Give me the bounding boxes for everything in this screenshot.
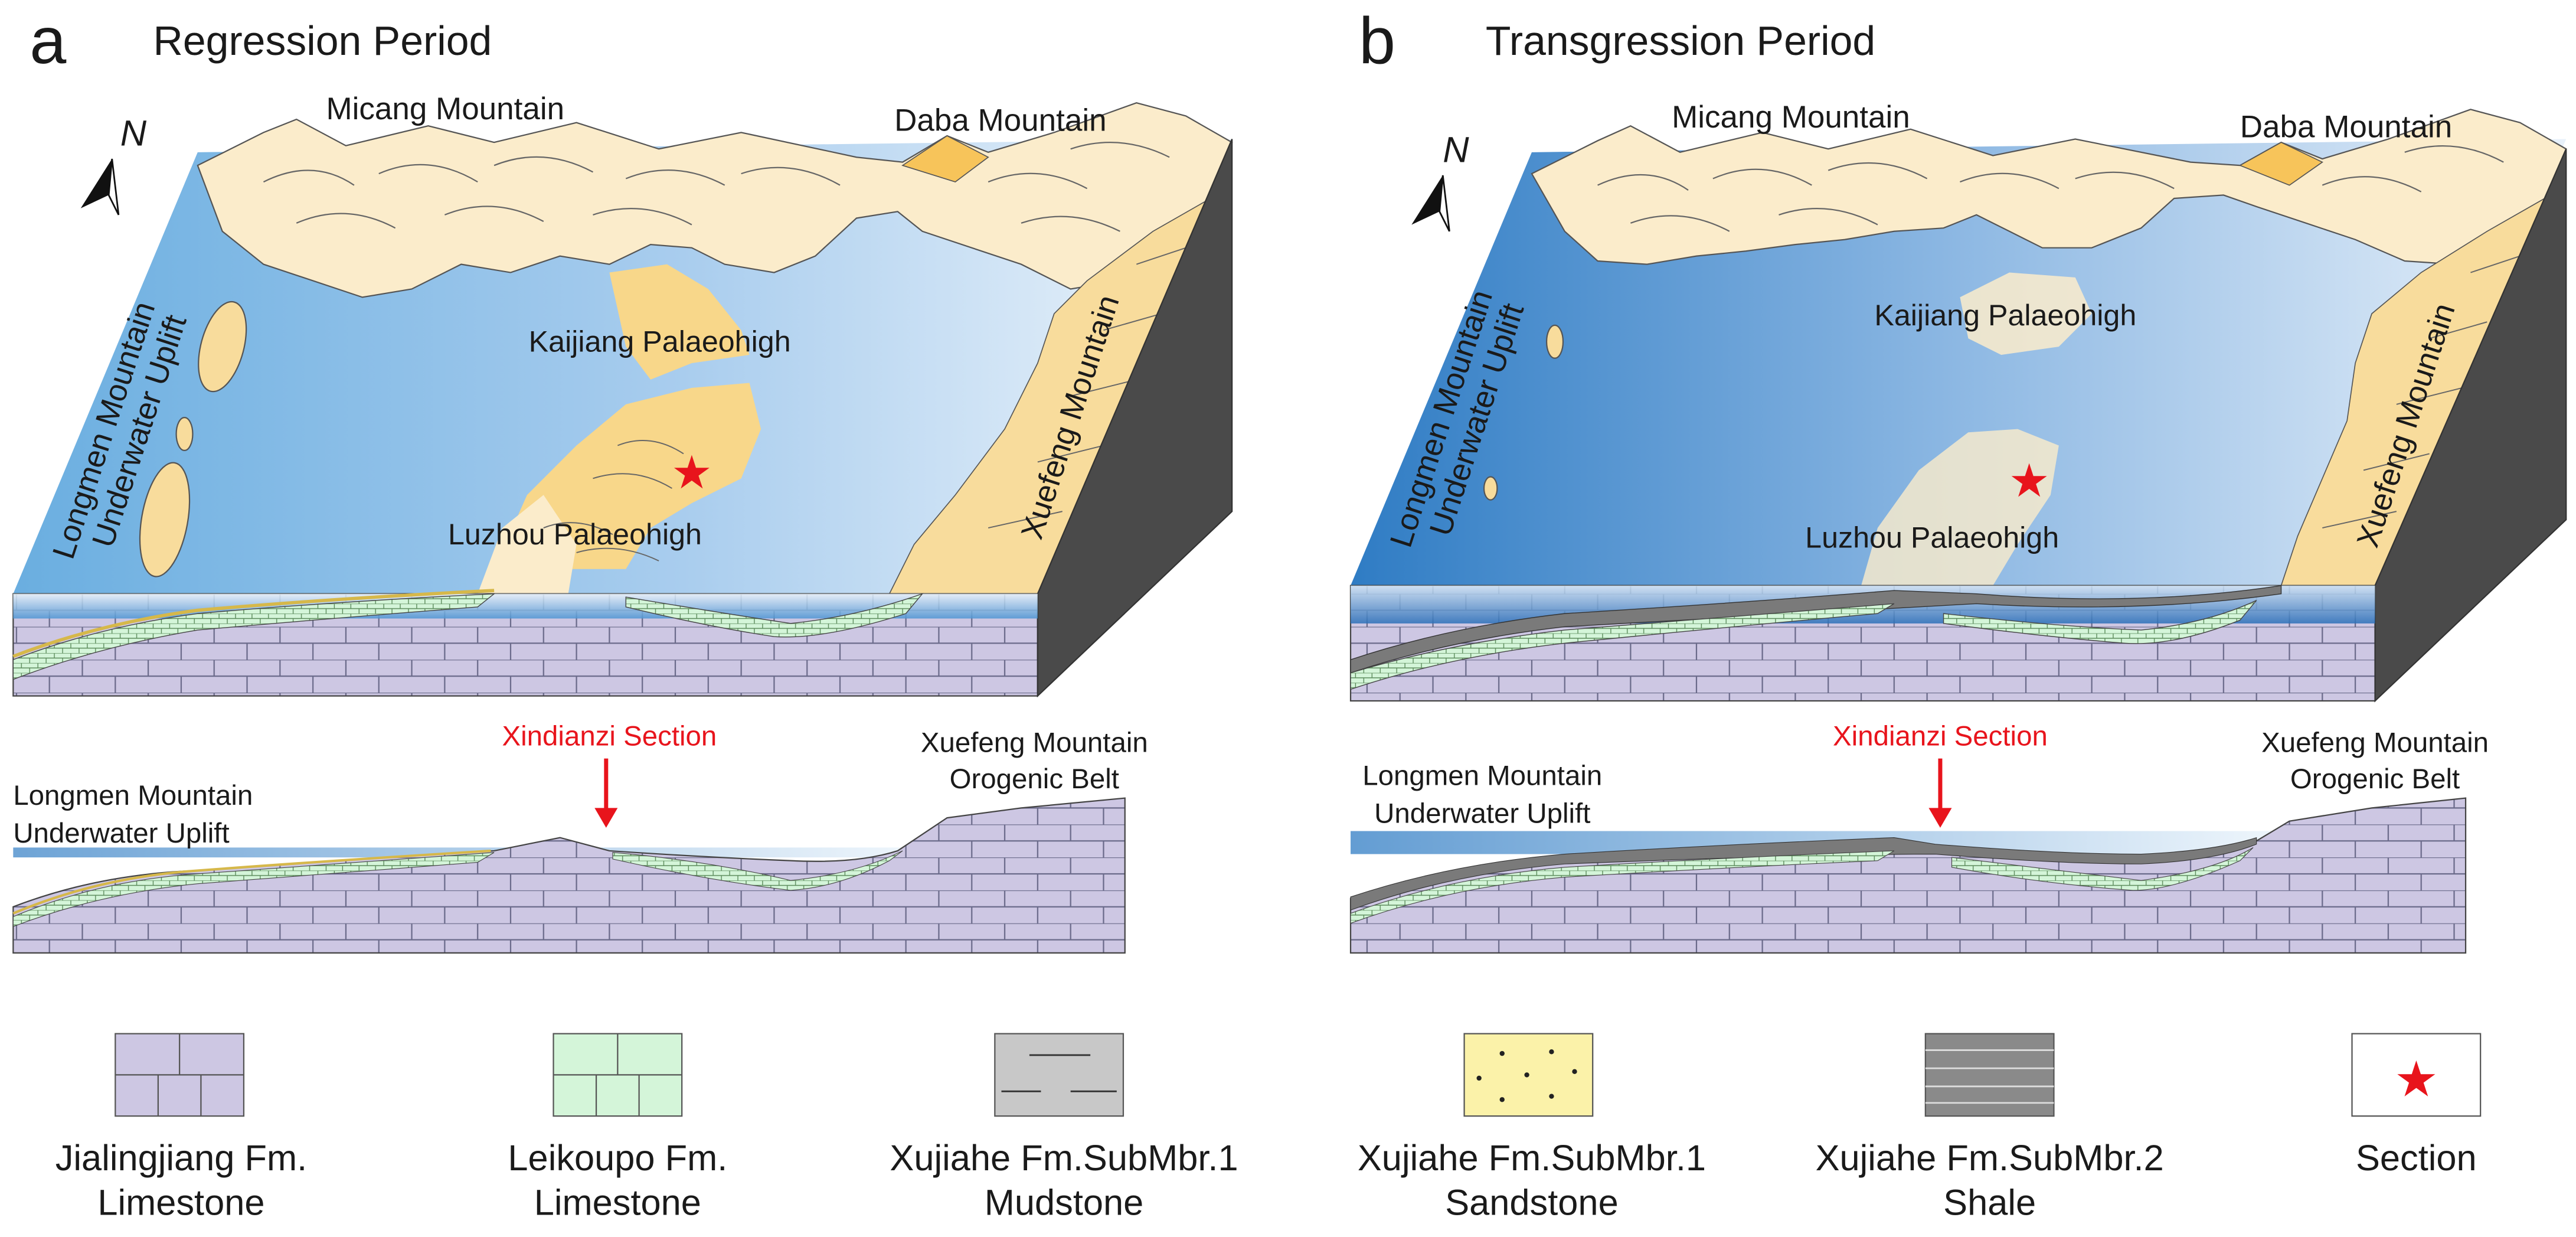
legend-label-4a: Xujiahe Fm.SubMbr.1 xyxy=(1358,1138,1706,1179)
legend-item-section: ★ Section xyxy=(2351,1033,2482,1179)
legend: Jialingjiang Fm. Limestone Leikoupo Fm. … xyxy=(55,1033,2482,1223)
luzhou-ridge-lines xyxy=(543,440,684,562)
cross-section-b: Xindianzi Section Longmen Mountain Under… xyxy=(1349,720,2489,954)
cross-section-a: Xindianzi Section Longmen Mountain Under… xyxy=(12,720,1148,954)
luzhou-label: Luzhou Palaeohigh xyxy=(448,518,702,551)
legend-label-4b: Sandstone xyxy=(1445,1183,1618,1223)
block-side-face-b xyxy=(2374,148,2567,703)
legend-label-3a: Xujiahe Fm.SubMbr.1 xyxy=(890,1138,1238,1179)
block-shale-layer-b xyxy=(1350,585,2282,674)
xs-right-label2-b: Orogenic Belt xyxy=(2290,763,2460,795)
xs-section-label-a: Xindianzi Section xyxy=(502,720,717,752)
luzhou-label-b: Luzhou Palaeohigh xyxy=(1805,521,2059,554)
legend-item-sandstone: Xujiahe Fm.SubMbr.1 Sandstone xyxy=(1358,1033,1706,1223)
panel-b-title: Transgression Period xyxy=(1486,18,1875,64)
micang-mountain-range-b xyxy=(1531,109,2567,265)
legend-label-2a: Leikoupo Fm. xyxy=(508,1138,727,1179)
section-star-icon: ★ xyxy=(671,446,712,498)
xs-arrow-head-b xyxy=(1928,808,1952,828)
xs-section-label-b: Xindianzi Section xyxy=(1833,720,2048,752)
block-basin-fill-left xyxy=(12,593,496,680)
panel-b-letter: b xyxy=(1359,4,1395,77)
xs-right-label1-a: Xuefeng Mountain xyxy=(921,727,1148,759)
micang-mountain-label: Micang Mountain xyxy=(326,92,564,126)
legend-item-shale: Xujiahe Fm.SubMbr.2 Shale xyxy=(1816,1033,2164,1223)
legend-label-2b: Limestone xyxy=(534,1183,701,1223)
kaijiang-label: Kaijiang Palaeohigh xyxy=(529,325,791,358)
xs-shale-b xyxy=(1350,837,2257,911)
legend-label-6a: Section xyxy=(2356,1138,2477,1179)
compass-label: N xyxy=(120,113,147,154)
compass-label-b: N xyxy=(1443,130,1469,171)
block-green-left-b xyxy=(1350,603,1895,690)
xs-left-label1-a: Longmen Mountain xyxy=(13,780,253,811)
daba-mountain-label: Daba Mountain xyxy=(894,103,1106,138)
north-arrow-icon: N xyxy=(80,113,147,216)
xs-green-right-a xyxy=(612,850,903,891)
luzhou-palaeohigh-b xyxy=(1861,429,2059,586)
daba-mountain-label-b: Daba Mountain xyxy=(2240,110,2452,145)
legend-label-1b: Limestone xyxy=(97,1183,264,1223)
legend-label-1a: Jialingjiang Fm. xyxy=(55,1138,307,1179)
block-basin-fill-right xyxy=(625,593,924,638)
xs-left-label2-b: Underwater Uplift xyxy=(1374,798,1590,829)
daba-mountain-peak xyxy=(901,135,989,183)
luzhou-shoal xyxy=(478,495,577,594)
legend-label-5a: Xujiahe Fm.SubMbr.2 xyxy=(1816,1138,2164,1179)
mountain-ridge-lines xyxy=(263,142,1170,232)
legend-item-leikoupo: Leikoupo Fm. Limestone xyxy=(508,1033,727,1223)
panel-b: b Transgression Period N xyxy=(1349,4,2567,954)
legend-star-icon: ★ xyxy=(2394,1052,2438,1107)
uplift-islands xyxy=(139,301,247,577)
xuefeng-ridge-lines-b xyxy=(2322,255,2521,528)
micang-mountain-label-b: Micang Mountain xyxy=(1672,100,1910,135)
legend-item-mudstone: Xujiahe Fm.SubMbr.1 Mudstone xyxy=(890,1033,1238,1223)
mountain-ridge-lines-b xyxy=(1597,145,2504,232)
legend-label-5b: Shale xyxy=(1943,1183,2036,1223)
kaijiang-palaeohigh xyxy=(609,264,750,380)
legend-label-3b: Mudstone xyxy=(985,1183,1144,1223)
north-arrow-icon-b: N xyxy=(1411,130,1469,232)
panel-a: a Regression Period N xyxy=(12,4,1233,954)
kaijiang-label-b: Kaijiang Palaeohigh xyxy=(1874,299,2136,332)
block-basin-fill-b xyxy=(1943,600,2257,644)
xs-arrow-head-a xyxy=(594,808,618,828)
section-star-icon-b: ★ xyxy=(2009,455,2050,507)
daba-mountain-peak-b xyxy=(2238,142,2323,186)
block-sand-layer xyxy=(12,589,495,658)
panel-a-letter: a xyxy=(30,4,67,77)
xs-left-label2-a: Underwater Uplift xyxy=(13,818,229,849)
kaijiang-palaeohigh-b xyxy=(1960,272,2092,355)
xs-right-label2-a: Orogenic Belt xyxy=(950,763,1119,795)
xs-right-label1-b: Xuefeng Mountain xyxy=(2261,727,2489,759)
xs-green-right-b xyxy=(1951,847,2254,891)
xuefeng-ridge-lines xyxy=(988,247,1186,528)
legend-item-jialingjiang: Jialingjiang Fm. Limestone xyxy=(55,1033,307,1223)
panel-a-title: Regression Period xyxy=(153,18,492,64)
xs-green-left-a xyxy=(12,852,495,928)
block-side-face xyxy=(1037,139,1233,698)
xs-left-label1-b: Longmen Mountain xyxy=(1362,760,1602,791)
uplift-islands-b xyxy=(1483,324,1564,501)
xs-sand-a xyxy=(12,849,491,915)
xs-green-left-b xyxy=(1350,850,1895,924)
